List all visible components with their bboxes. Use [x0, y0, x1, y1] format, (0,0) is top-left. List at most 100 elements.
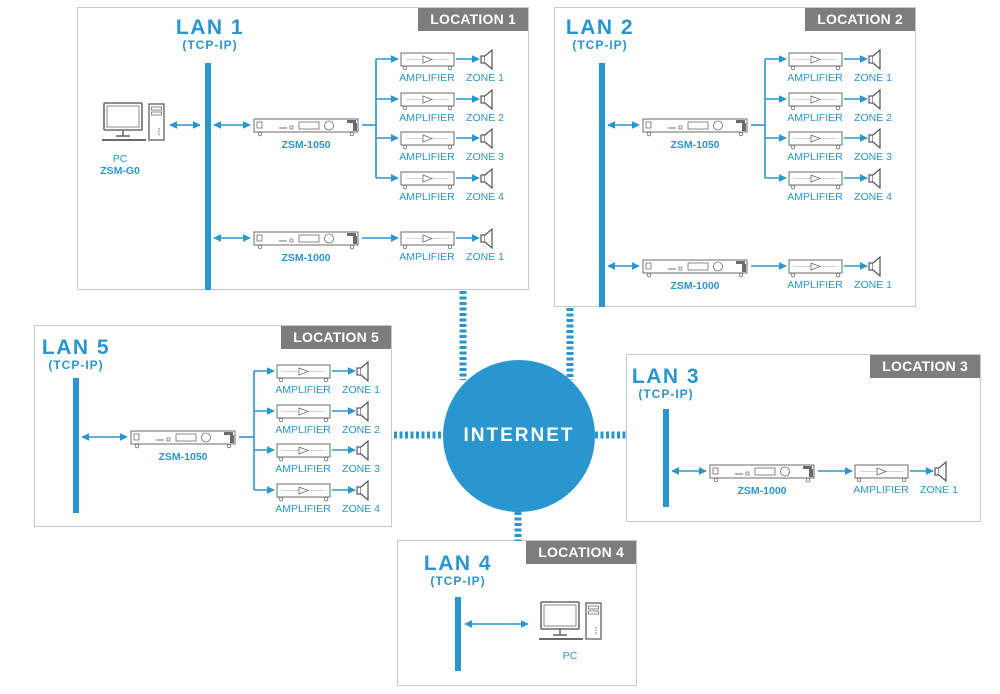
amplifier-label: AMPLIFIER — [275, 384, 331, 396]
lan-protocol: (TCP-IP) — [48, 358, 104, 372]
lan-2-heading: LAN 2(TCP-IP) — [565, 17, 635, 52]
speaker-icon — [356, 440, 369, 461]
amplifier-icon — [276, 364, 331, 383]
lan-5-bus — [73, 378, 79, 513]
lan-4-bus — [455, 597, 461, 671]
speaker-icon — [934, 461, 947, 482]
amplifier-icon — [400, 231, 455, 250]
pc-label: PC — [562, 650, 578, 662]
amplifier-label: AMPLIFIER — [399, 191, 455, 203]
amplifier-label: AMPLIFIER — [275, 424, 331, 436]
amplifier-icon — [788, 259, 843, 278]
location-2-panel: LOCATION 2 — [554, 7, 916, 307]
lan-name: LAN 2 — [565, 16, 635, 39]
pc-label: PC — [112, 153, 128, 165]
zone-label: ZONE 1 — [854, 279, 892, 291]
amplifier-icon — [788, 92, 843, 111]
controller-icon — [253, 231, 359, 250]
zone-label: ZONE 1 — [466, 251, 504, 263]
lan-name: LAN 5 — [41, 336, 111, 359]
location-tag: LOCATION 5 — [281, 326, 391, 349]
location-tag: LOCATION 4 — [526, 541, 636, 564]
speaker-icon — [868, 256, 881, 277]
zone-label: ZONE 2 — [854, 112, 892, 124]
controller-model: ZSM-1050 — [158, 451, 208, 463]
location-5-panel: LOCATION 5 — [34, 325, 392, 527]
internet-cloud: INTERNET — [443, 360, 595, 512]
lan-name: LAN 1 — [175, 16, 245, 39]
location-tag: LOCATION 1 — [418, 8, 528, 31]
speaker-icon — [480, 168, 493, 189]
controller-model: ZSM-1000 — [670, 280, 720, 292]
zone-label: ZONE 2 — [342, 424, 380, 436]
zone-label: ZONE 1 — [466, 72, 504, 84]
lan-3-heading: LAN 3(TCP-IP) — [631, 366, 701, 401]
controller-icon — [253, 118, 359, 137]
controller-icon — [642, 259, 748, 278]
amplifier-icon — [276, 483, 331, 502]
lan-name: LAN 3 — [631, 365, 701, 388]
pc-icon — [538, 601, 602, 640]
zone-label: ZONE 1 — [342, 384, 380, 396]
amplifier-icon — [400, 171, 455, 190]
zone-label: ZONE 3 — [854, 151, 892, 163]
zone-label: ZONE 3 — [466, 151, 504, 163]
amplifier-label: AMPLIFIER — [399, 251, 455, 263]
speaker-icon — [868, 128, 881, 149]
amplifier-label: AMPLIFIER — [275, 463, 331, 475]
pc-icon — [101, 102, 165, 141]
amplifier-label: AMPLIFIER — [787, 151, 843, 163]
controller-model: ZSM-1000 — [737, 485, 787, 497]
speaker-icon — [480, 89, 493, 110]
controller-icon — [642, 118, 748, 137]
lan-protocol: (TCP-IP) — [572, 38, 628, 52]
zone-label: ZONE 4 — [342, 503, 380, 515]
speaker-icon — [480, 228, 493, 249]
lan-5-heading: LAN 5(TCP-IP) — [41, 337, 111, 372]
amplifier-icon — [400, 92, 455, 111]
speaker-icon — [356, 401, 369, 422]
lan-name: LAN 4 — [423, 552, 493, 575]
amplifier-label: AMPLIFIER — [399, 72, 455, 84]
lan-1-heading: LAN 1(TCP-IP) — [175, 17, 245, 52]
amplifier-icon — [276, 404, 331, 423]
amplifier-label: AMPLIFIER — [275, 503, 331, 515]
speaker-icon — [868, 49, 881, 70]
lan-1-bus — [205, 63, 211, 290]
speaker-icon — [868, 89, 881, 110]
controller-icon — [709, 464, 815, 483]
zone-label: ZONE 4 — [466, 191, 504, 203]
speaker-icon — [356, 361, 369, 382]
amplifier-label: AMPLIFIER — [787, 279, 843, 291]
controller-icon — [130, 430, 236, 449]
amplifier-label: AMPLIFIER — [399, 112, 455, 124]
zone-label: ZONE 3 — [342, 463, 380, 475]
zone-label: ZONE 4 — [854, 191, 892, 203]
lan-3-bus — [663, 409, 669, 507]
amplifier-icon — [788, 171, 843, 190]
amplifier-label: AMPLIFIER — [787, 112, 843, 124]
amplifier-icon — [788, 131, 843, 150]
amplifier-icon — [854, 464, 909, 483]
speaker-icon — [480, 128, 493, 149]
lan-protocol: (TCP-IP) — [182, 38, 238, 52]
lan-protocol: (TCP-IP) — [638, 387, 694, 401]
zone-label: ZONE 2 — [466, 112, 504, 124]
speaker-icon — [480, 49, 493, 70]
amplifier-label: AMPLIFIER — [787, 191, 843, 203]
speaker-icon — [356, 480, 369, 501]
amplifier-icon — [400, 52, 455, 71]
amplifier-label: AMPLIFIER — [399, 151, 455, 163]
lan-4-heading: LAN 4(TCP-IP) — [423, 553, 493, 588]
location-3-panel: LOCATION 3 — [626, 354, 981, 522]
amplifier-icon — [400, 131, 455, 150]
speaker-icon — [868, 168, 881, 189]
amplifier-icon — [276, 443, 331, 462]
controller-model: ZSM-1050 — [281, 139, 331, 151]
amplifier-icon — [788, 52, 843, 71]
controller-model: ZSM-1050 — [670, 139, 720, 151]
amplifier-label: AMPLIFIER — [853, 484, 909, 496]
pc-model: ZSM-G0 — [100, 165, 140, 177]
zone-label: ZONE 1 — [854, 72, 892, 84]
